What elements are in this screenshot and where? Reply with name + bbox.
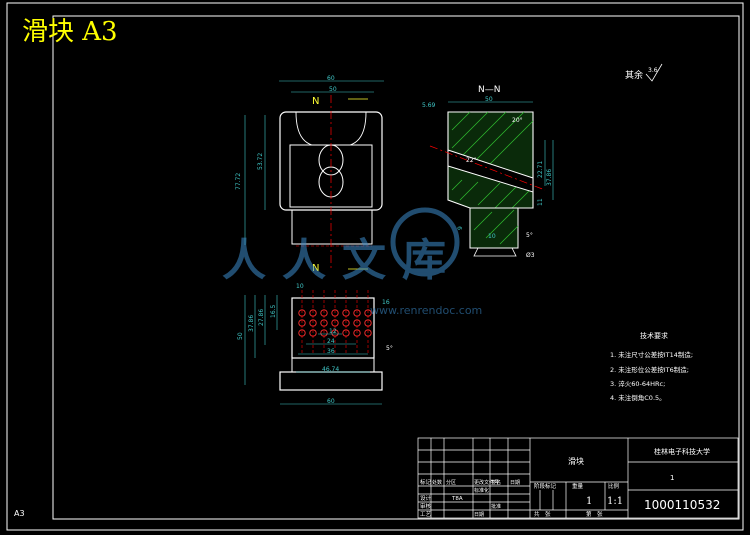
dim-sec-10: 10 [488, 233, 496, 240]
title-block-text: 滑块 桂林电子科技大学 标记 设计 审核 工艺 处数 分区 更改文件号 签名 日… [420, 447, 720, 518]
dim-front-angle: 5° [386, 345, 393, 352]
title-sheet-count: 1 [670, 474, 674, 482]
title-part-name: 滑块 [568, 456, 584, 466]
dim-front-27: 27.86 [258, 309, 265, 326]
title-approve-label: 批准 [491, 503, 501, 510]
dim-front-36: 36 [327, 348, 335, 355]
section-mark-bottom: N [312, 263, 319, 274]
dim-front-37: 37.86 [248, 315, 255, 332]
title-material: T8A [451, 496, 463, 502]
title-scale-value: 1:1 [607, 496, 623, 507]
title-col-4: 日期 [510, 480, 520, 486]
front-view: 50 37.86 27.86 16.5 10 16 12 24 36 46.74… [237, 283, 393, 405]
watermark-url: www.renrendoc.com [370, 304, 482, 317]
dim-front-24: 24 [327, 338, 335, 345]
tech-item-2: 2. 未注形位公差按IT6制造; [610, 365, 689, 374]
dim-height-53: 53.72 [257, 153, 264, 170]
surface-finish-note: 其余 3.6 [625, 63, 663, 82]
dim-sec-offset: 5.69 [422, 102, 436, 109]
section-inclined-slot [447, 149, 534, 193]
title-sheet-no: 第 张 [586, 510, 603, 518]
top-view-fillets [295, 111, 367, 146]
top-view: 60 50 77.72 53.72 N N [235, 75, 384, 274]
title-col-2: 更改文件号 [474, 479, 499, 486]
title-sheets: 共 张 [534, 510, 551, 518]
section-mark-top: N [312, 96, 319, 107]
inner-frame [52, 15, 740, 520]
roughness-symbol-icon [645, 63, 663, 82]
section-view: N—N 50 5.69 20° 22° [422, 85, 554, 259]
tech-item-3: 3. 淬火60-64HRc; [610, 379, 665, 388]
section-hatch [451, 111, 534, 209]
watermark-logo-icon [390, 207, 460, 277]
title-stage-label: 阶段标记 [534, 482, 557, 490]
dim-front-50: 50 [237, 332, 244, 340]
watermark-text: 人人文库 [222, 235, 462, 286]
dim-front-tip-right: 16 [382, 299, 390, 306]
section-stem-hatch [473, 209, 519, 245]
surface-note-text: 其余 [625, 69, 643, 81]
dim-sec-angle-bottom: 5° [526, 232, 533, 239]
title-weight-value: 1 [586, 496, 592, 507]
title-col-0: 处数 [432, 479, 442, 486]
dim-sec-50: 50 [485, 96, 493, 103]
dim-sec-37: 37.86 [546, 169, 553, 186]
tech-requirements: 技术要求 1. 未注尺寸公差按IT14制造; 2. 未注形位公差按IT6制造; … [610, 331, 693, 402]
title-col-3: 签名 [491, 479, 501, 486]
title-std-label: 标准化 [474, 487, 489, 494]
dim-front-base: 46.74 [322, 366, 339, 373]
drawing-title: 滑块 A3 [22, 17, 118, 47]
surface-note-value: 3.6 [648, 67, 658, 74]
section-title: N—N [478, 85, 500, 95]
dim-front-tip-left: 10 [296, 283, 304, 290]
front-view-body [291, 297, 375, 359]
dim-front-60: 60 [327, 398, 335, 405]
sheet-size-label: A3 [14, 509, 25, 518]
title-col-1: 分区 [446, 479, 456, 486]
dim-sec-diam: Ø3 [526, 252, 535, 259]
title-scale-label: 比例 [608, 482, 620, 490]
dim-sec-angle-inner: 22° [466, 157, 477, 164]
tech-heading: 技术要求 [640, 331, 668, 340]
title-row-label-3: 工艺 [420, 511, 432, 518]
title-row-label-0: 标记 [420, 478, 432, 486]
title-school: 桂林电子科技大学 [654, 447, 710, 456]
dim-sec-angle-top: 20° [512, 117, 523, 124]
dim-top-60: 60 [327, 75, 335, 82]
dim-sec-9: 9 [457, 226, 464, 230]
top-view-stem [291, 209, 373, 245]
title-drawing-no: 1000110532 [644, 498, 720, 512]
section-stem [469, 207, 519, 249]
title-weight-label: 重量 [572, 482, 584, 490]
section-centerline [429, 145, 546, 191]
dim-front-12: 12 [329, 328, 337, 335]
outer-frame [6, 2, 744, 531]
front-view-base [279, 371, 383, 391]
dim-sec-22: 22.71 [537, 161, 544, 178]
tech-item-4: 4. 未注倒角C0.5。 [610, 393, 666, 402]
section-tip [473, 247, 517, 257]
title-row-label-2: 审核 [420, 502, 432, 510]
tech-item-1: 1. 未注尺寸公差按IT14制造; [610, 350, 693, 359]
title-date-label: 日期 [474, 512, 484, 518]
title-block [417, 437, 739, 519]
dim-top-50: 50 [329, 86, 337, 93]
front-pin-centerlines [301, 290, 369, 355]
dim-sec-11: 11 [537, 198, 544, 206]
dim-front-16: 16.5 [270, 304, 277, 318]
dim-height-77: 77.72 [235, 173, 242, 190]
title-row-label-1: 设计 [420, 494, 432, 502]
watermark: 人人文库 www.renrendoc.com [222, 207, 482, 317]
